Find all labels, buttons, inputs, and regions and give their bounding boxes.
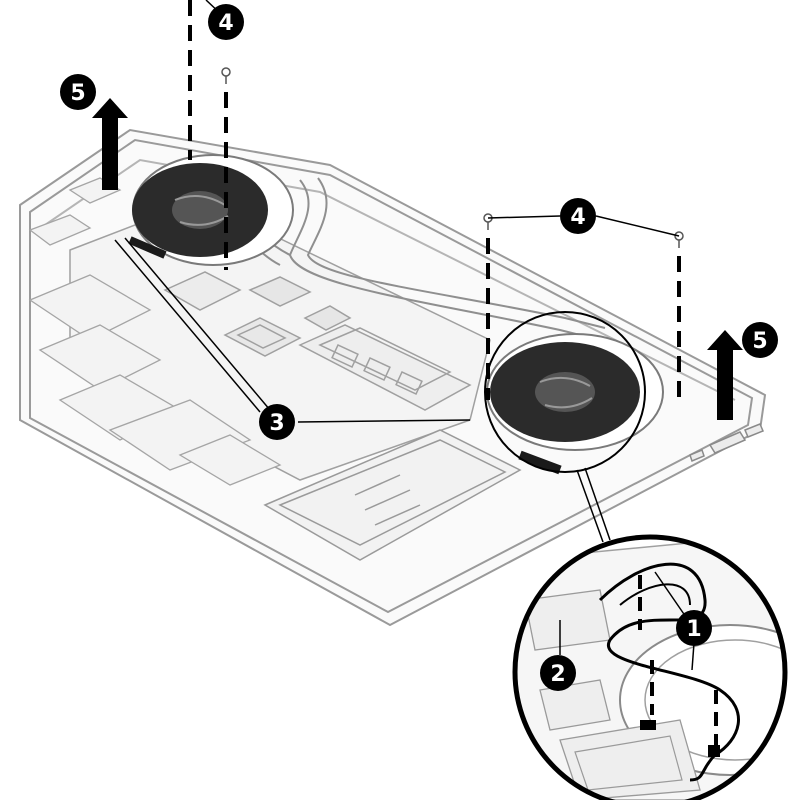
battery bbox=[263, 429, 522, 561]
processor bbox=[223, 317, 302, 357]
callout-5-right: 5 bbox=[742, 322, 778, 358]
callout-4-right: 4 bbox=[560, 198, 596, 234]
screw-icon bbox=[483, 213, 493, 230]
memory-module bbox=[298, 324, 472, 411]
memory-slot bbox=[318, 327, 452, 391]
callout-4-top: 4 bbox=[208, 4, 244, 40]
callout-label: 5 bbox=[70, 81, 85, 106]
up-arrow-icon bbox=[707, 330, 743, 420]
callout-2: 2 bbox=[540, 655, 576, 691]
up-arrow-icon bbox=[92, 98, 128, 190]
screw-icon bbox=[674, 231, 684, 248]
callout-label: 3 bbox=[269, 411, 284, 436]
right-fan bbox=[486, 333, 664, 475]
leader-lines bbox=[114, 0, 680, 543]
callout-5-left: 5 bbox=[60, 74, 96, 110]
detail-source-circle bbox=[484, 311, 646, 473]
solid-state-drive bbox=[163, 271, 242, 311]
screw-icon bbox=[221, 67, 231, 84]
detail-zoom-view bbox=[512, 534, 788, 800]
left-fan bbox=[128, 154, 294, 266]
callout-3: 3 bbox=[259, 404, 295, 440]
callout-label: 4 bbox=[570, 205, 585, 230]
io-board-area bbox=[28, 177, 282, 486]
callout-label: 5 bbox=[752, 329, 767, 354]
callout-label: 1 bbox=[686, 617, 701, 642]
side-ports bbox=[689, 423, 764, 463]
callout-label: 2 bbox=[550, 662, 565, 687]
callout-label: 4 bbox=[218, 11, 233, 36]
callout-1: 1 bbox=[676, 610, 712, 646]
